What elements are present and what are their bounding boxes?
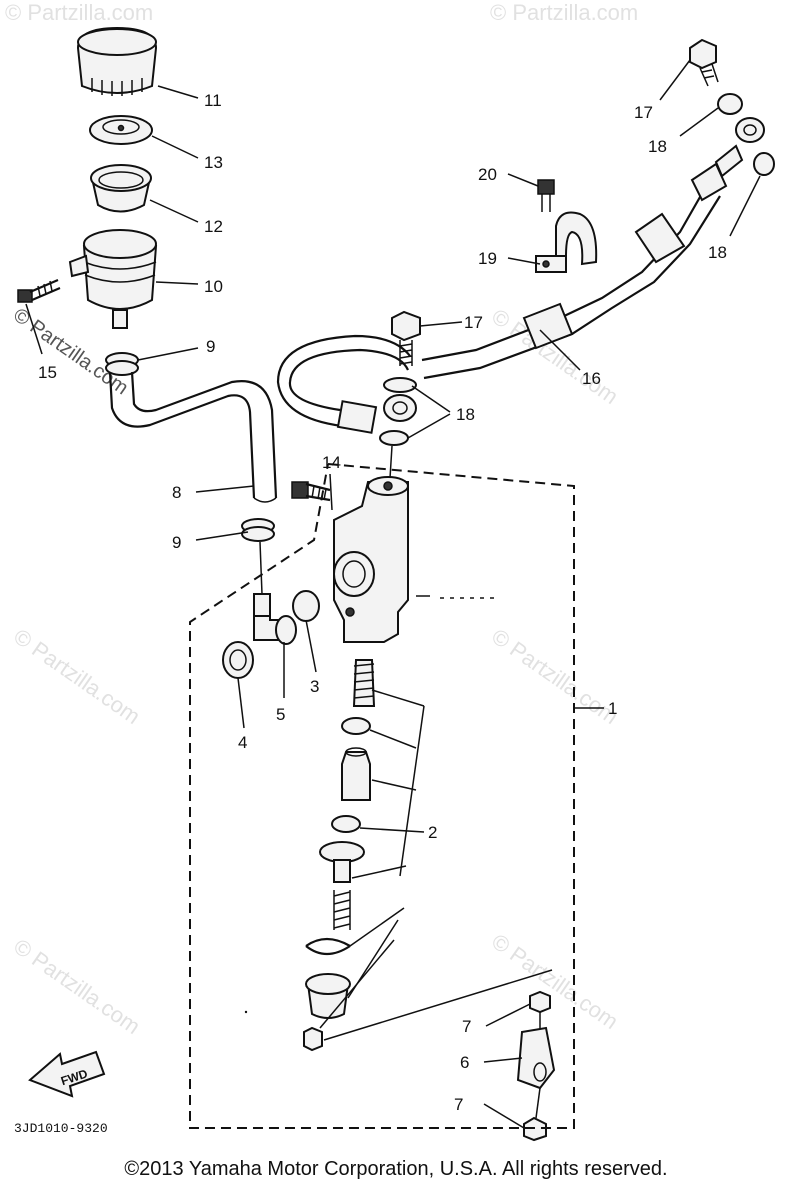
callout-7: 7	[454, 1095, 463, 1114]
hose-guide-clamp	[535, 211, 598, 273]
o-ring	[292, 590, 320, 622]
callout-6: 6	[460, 1053, 469, 1072]
master-cylinder-body	[333, 476, 409, 643]
watermark-text: © Partzilla.com	[490, 0, 638, 25]
leader-lines	[25, 59, 761, 1129]
reservoir-screw	[17, 278, 61, 303]
callout-1: 1	[608, 699, 617, 718]
callout-17: 17	[634, 103, 653, 122]
hose-clamp-upper	[105, 352, 139, 376]
watermark-text: © Partzilla.com	[9, 624, 145, 730]
callout-7: 7	[462, 1017, 471, 1036]
circlip-plate	[222, 641, 254, 679]
diaphragm	[90, 164, 152, 213]
push-rod-clevis	[516, 990, 556, 1142]
callout-9: 9	[172, 533, 181, 552]
banjo-fitting	[379, 377, 417, 479]
banjo-fitting-upper	[717, 93, 775, 176]
reservoir-cap	[76, 26, 158, 96]
union-bolt	[391, 310, 421, 366]
callout-2: 2	[428, 823, 437, 842]
callout-18: 18	[648, 137, 667, 156]
callout-18: 18	[708, 243, 727, 262]
callout-20: 20	[478, 165, 497, 184]
callout-15: 15	[38, 363, 57, 382]
piston-kit	[303, 659, 376, 1052]
watermark-text: © Partzilla.com	[487, 624, 623, 730]
watermark-text: © Partzilla.com	[9, 934, 145, 1040]
master-cylinder-bolt	[291, 481, 331, 502]
brake-hose	[276, 144, 744, 434]
diagram-code: 3JD1010-9320	[14, 1121, 108, 1136]
watermark-text: © Partzilla.com	[5, 0, 153, 25]
parts-diagram: © Partzilla.com © Partzilla.com © Partzi…	[5, 0, 775, 1142]
hose-joint	[253, 593, 297, 645]
callout-14: 14	[322, 453, 341, 472]
fwd-arrow-icon: FWD	[28, 1050, 106, 1098]
callout-18: 18	[456, 405, 475, 424]
reservoir-hose	[108, 371, 278, 503]
watermark-text: © Partzilla.com	[487, 929, 623, 1035]
diaphragm-plate	[89, 115, 153, 145]
union-bolt-upper	[689, 38, 719, 87]
callout-10: 10	[204, 277, 223, 296]
hose-guide-bolt	[537, 179, 555, 212]
callout-12: 12	[204, 217, 223, 236]
hose-clamp-lower	[241, 518, 275, 595]
watermark-layer: © Partzilla.com © Partzilla.com © Partzi…	[5, 0, 638, 1039]
callout-17: 17	[464, 313, 483, 332]
callout-19: 19	[478, 249, 497, 268]
callout-3: 3	[310, 677, 319, 696]
callout-11: 11	[204, 91, 222, 110]
callout-5: 5	[276, 705, 285, 724]
callout-9: 9	[206, 337, 215, 356]
callout-8: 8	[172, 483, 181, 502]
callout-16: 16	[582, 369, 601, 388]
reservoir-body	[68, 229, 158, 329]
callout-labels: 11 13 12 10 9 15 8 9 14 3 5 4 1 2 7 6 7 …	[38, 91, 727, 1114]
stray-marks	[244, 595, 496, 1014]
callout-13: 13	[204, 153, 223, 172]
callout-4: 4	[238, 733, 247, 752]
assembly-boundary	[189, 463, 575, 1129]
copyright-notice: ©2013 Yamaha Motor Corporation, U.S.A. A…	[124, 1158, 668, 1180]
